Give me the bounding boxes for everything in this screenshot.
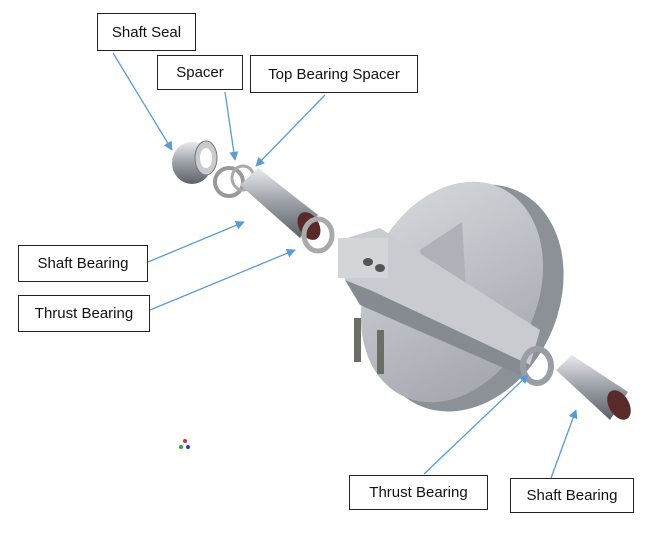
leader-arrows bbox=[112, 52, 578, 479]
thrust-bearing-right-part bbox=[520, 346, 554, 386]
label-shaft-seal: Shaft Seal bbox=[97, 13, 196, 51]
label-thrust-bearing-bottom: Thrust Bearing bbox=[349, 475, 488, 510]
arrow-shaft-seal bbox=[112, 52, 173, 151]
axis-triad-icon bbox=[179, 439, 190, 449]
shaft-bearing-left-part bbox=[240, 168, 321, 240]
arrow-thrust-bearing-left bbox=[149, 248, 296, 311]
arrow-thrust-bearing-bottom bbox=[423, 374, 529, 475]
housing-body bbox=[338, 228, 540, 375]
arrow-shaft-bearing-left bbox=[147, 220, 245, 263]
pins bbox=[354, 318, 384, 374]
shaft-seal-part bbox=[172, 140, 218, 184]
label-thrust-bearing-left: Thrust Bearing bbox=[18, 295, 150, 332]
arrow-top-bearing-spacer bbox=[255, 94, 326, 167]
shaft-bearing-right-part bbox=[556, 355, 631, 420]
arrow-shaft-bearing-bottom bbox=[550, 409, 578, 479]
label-spacer: Spacer bbox=[157, 55, 243, 90]
label-shaft-bearing-left: Shaft Bearing bbox=[18, 245, 148, 282]
label-top-bearing-spacer: Top Bearing Spacer bbox=[250, 55, 418, 93]
spacer-part bbox=[213, 166, 245, 198]
arrow-spacer bbox=[224, 91, 239, 161]
label-shaft-bearing-bottom: Shaft Bearing bbox=[510, 478, 634, 513]
thrust-bearing-left-part bbox=[301, 216, 335, 254]
